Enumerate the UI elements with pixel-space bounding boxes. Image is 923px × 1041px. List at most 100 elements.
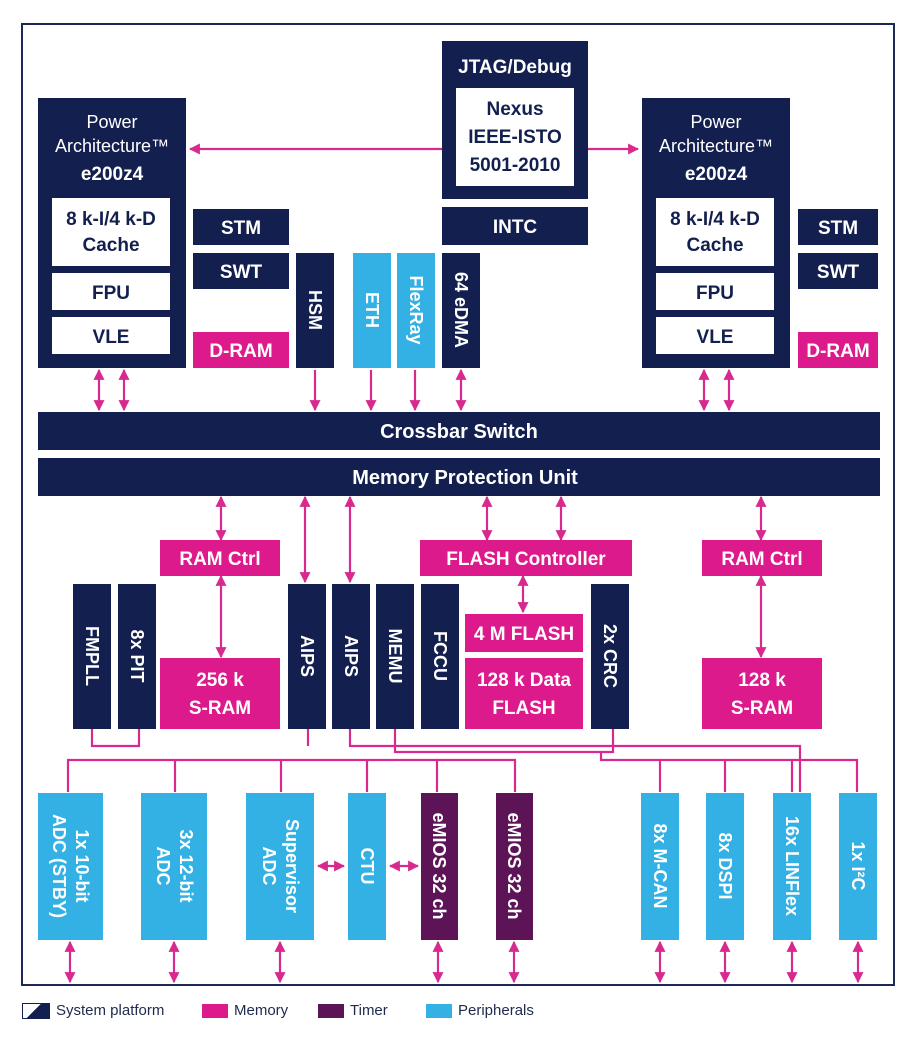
emios-1-label: eMIOS 32 ch: [429, 812, 449, 919]
left-core-title-1: Power: [86, 112, 137, 132]
mcan-label: 8x M-CAN: [650, 823, 670, 908]
nexus-line-3: 5001-2010: [470, 155, 561, 176]
aips-1-block: [288, 584, 326, 729]
legend-item-timer: Timer: [318, 1002, 388, 1019]
outer-frame: [21, 23, 895, 986]
fmpll-label: FMPLL: [82, 626, 102, 686]
ram-ctrl-left-block: [160, 540, 280, 576]
nexus-line-2: IEEE-ISTO: [468, 127, 562, 148]
adc-supervisor-block: [246, 793, 314, 940]
emios-2-label: eMIOS 32 ch: [504, 812, 524, 919]
sram-256-line-1: 256 k: [196, 670, 244, 691]
legend-label-timer: Timer: [350, 1002, 388, 1019]
edma-block: [442, 253, 480, 368]
i2c-label: 1x I²C: [848, 841, 868, 890]
dspi-block: [706, 793, 744, 940]
legend-item-memory: Memory: [202, 1002, 288, 1019]
crossbar-switch-block: [38, 412, 880, 450]
legend-label-system-platform: System platform: [56, 1002, 165, 1019]
adc-supervisor-line-1: ADC: [259, 847, 279, 886]
data-flash-line-1: 128 k Data: [477, 670, 571, 691]
adc-12bit-block: [141, 793, 207, 940]
legend-label-memory: Memory: [234, 1002, 289, 1019]
mpu-block: [38, 458, 880, 496]
swt-right-label: SWT: [817, 262, 860, 283]
nexus-line-1: Nexus: [486, 99, 543, 120]
aips-1-label: AIPS: [297, 635, 317, 677]
jtag-debug-block: JTAG/Debug Nexus IEEE-ISTO 5001-2010: [442, 41, 588, 199]
right-core-fpu: FPU: [696, 283, 734, 304]
dram-left-block: [193, 332, 289, 368]
flexray-block: [397, 253, 435, 368]
data-flash-block: [465, 658, 583, 729]
fccu-label: FCCU: [430, 631, 450, 681]
stm-left-block: [193, 209, 289, 245]
adc-stby-line-2: 1x 10-bit: [72, 829, 92, 902]
left-core-fpu: FPU: [92, 283, 130, 304]
left-core-cache-2: Cache: [82, 235, 139, 256]
aips-2-block: [332, 584, 370, 729]
right-core-title-3: e200z4: [685, 164, 748, 185]
ctu-label: CTU: [357, 848, 377, 885]
flash-4m-label: 4 M FLASH: [474, 624, 574, 645]
ram-ctrl-right-block: [702, 540, 822, 576]
edma-label: 64 eDMA: [451, 272, 471, 348]
hsm-block: [296, 253, 334, 368]
legend-swatch-memory: [202, 1003, 228, 1018]
hsm-label: HSM: [305, 290, 325, 330]
memu-label: MEMU: [385, 629, 405, 684]
linflex-block: [773, 793, 811, 940]
crossbar-switch-label: Crossbar Switch: [380, 421, 538, 443]
linflex-label: 16x LINFlex: [782, 816, 802, 916]
legend-item-peripherals: Peripherals: [426, 1002, 534, 1019]
flash-4m-block: [465, 614, 583, 652]
flexray-label: FlexRay: [406, 275, 426, 344]
eth-block: [353, 253, 391, 368]
sram-256-line-2: S-RAM: [189, 698, 251, 719]
pit-block: [118, 584, 156, 729]
legend-item-system-platform: System platform: [22, 1002, 164, 1019]
right-core-cache-2: Cache: [686, 235, 743, 256]
memu-crc-line: [393, 729, 615, 754]
dram-right-block: [798, 332, 878, 368]
adc-12bit-line-1: ADC: [153, 847, 173, 886]
emios-2-block: [496, 793, 533, 940]
stm-right-label: STM: [818, 218, 858, 239]
peripheral-bus-right: [599, 752, 859, 792]
data-flash-line-2: FLASH: [492, 698, 555, 719]
adc-stby-block: [38, 793, 103, 940]
mpu-label: Memory Protection Unit: [352, 467, 578, 489]
legend-swatch-peripherals: [426, 1003, 452, 1018]
legend-label-peripherals: Peripherals: [458, 1002, 534, 1019]
dspi-label: 8x DSPI: [715, 832, 735, 899]
aips-2-label: AIPS: [341, 635, 361, 677]
sram-256-block: [160, 658, 280, 729]
legend-swatch-system-platform: [22, 1002, 50, 1019]
stm-left-label: STM: [221, 218, 261, 239]
dram-right-label: D-RAM: [806, 341, 869, 362]
emios-1-block: [421, 793, 458, 940]
intc-label: INTC: [493, 217, 538, 238]
aips-2-bus-line: [348, 729, 802, 792]
swt-left-block: [193, 253, 289, 289]
crc-label: 2x CRC: [600, 624, 620, 688]
right-core-title-1: Power: [690, 112, 741, 132]
swt-right-block: [798, 253, 878, 289]
right-core-vle: VLE: [697, 327, 734, 348]
left-core-title-2: Architecture™: [55, 136, 169, 156]
intc-block: [442, 207, 588, 245]
clock-bus-line: [90, 729, 141, 748]
crc-block: [591, 584, 629, 729]
connection-lines: [64, 143, 864, 984]
sram-128-line-1: 128 k: [738, 670, 786, 691]
left-core-cache-1: 8 k-I/4 k-D: [66, 209, 156, 230]
i2c-block: [839, 793, 877, 940]
left-core-title-3: e200z4: [81, 164, 144, 185]
sram-128-block: [702, 658, 822, 729]
left-core-vle: VLE: [93, 327, 130, 348]
stm-right-block: [798, 209, 878, 245]
adc-supervisor-line-2: Supervisor: [282, 819, 302, 913]
dram-left-label: D-RAM: [209, 341, 272, 362]
mcan-block: [641, 793, 679, 940]
ctu-block: [348, 793, 386, 940]
